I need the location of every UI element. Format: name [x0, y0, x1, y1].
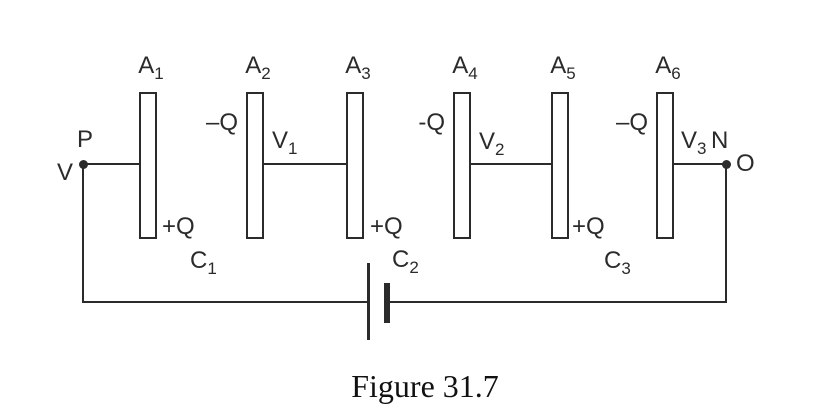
charge-label-pos-c1: +Q	[162, 213, 195, 240]
plate-a1	[139, 92, 157, 239]
voltage-label-v1: V1	[272, 127, 298, 158]
potential-label-v: V	[57, 159, 74, 186]
capacitor-label-c2: C2	[392, 246, 419, 277]
plate-a2	[246, 92, 264, 239]
wire-right-vertical	[725, 164, 727, 303]
wire-bottom-right	[389, 301, 727, 303]
node-dot-n	[722, 160, 731, 169]
capacitor-label-c1: C1	[190, 247, 217, 278]
battery-long-plate	[367, 263, 370, 340]
node-dot-p	[79, 160, 88, 169]
wire-a4-to-a5	[470, 163, 552, 165]
plate-label-a6: A6	[655, 52, 681, 83]
plate-a4	[453, 92, 471, 239]
charge-label-pos-c3: +Q	[572, 213, 605, 240]
plate-a5	[551, 92, 569, 239]
terminal-label-o: O	[736, 150, 755, 177]
plate-label-a4: A4	[452, 52, 478, 83]
wire-p-to-a1	[82, 163, 140, 165]
charge-label-pos-c2: +Q	[370, 213, 403, 240]
terminal-label-p: P	[77, 126, 94, 153]
figure-caption: Figure 31.7	[351, 368, 499, 404]
charge-label-neg-c3: –Q	[615, 109, 648, 136]
plate-label-a5: A5	[550, 52, 576, 83]
plate-label-a3: A3	[345, 52, 371, 83]
terminal-label-n: N	[711, 127, 729, 154]
wire-a6-to-n	[673, 163, 727, 165]
plate-a6	[656, 92, 674, 239]
battery-short-plate	[384, 283, 390, 323]
capacitor-label-c3: C3	[604, 247, 631, 278]
voltage-label-v3: V3	[681, 127, 707, 158]
wire-a2-to-a3	[263, 163, 347, 165]
plate-label-a1: A1	[138, 52, 164, 83]
wire-bottom-left	[82, 301, 369, 303]
charge-label-neg-c2: -Q	[418, 109, 445, 136]
charge-label-neg-c1: –Q	[205, 109, 238, 136]
wire-left-vertical	[82, 163, 84, 303]
plate-label-a2: A2	[245, 52, 271, 83]
plate-a3	[346, 92, 364, 239]
voltage-label-v2: V2	[479, 128, 505, 159]
